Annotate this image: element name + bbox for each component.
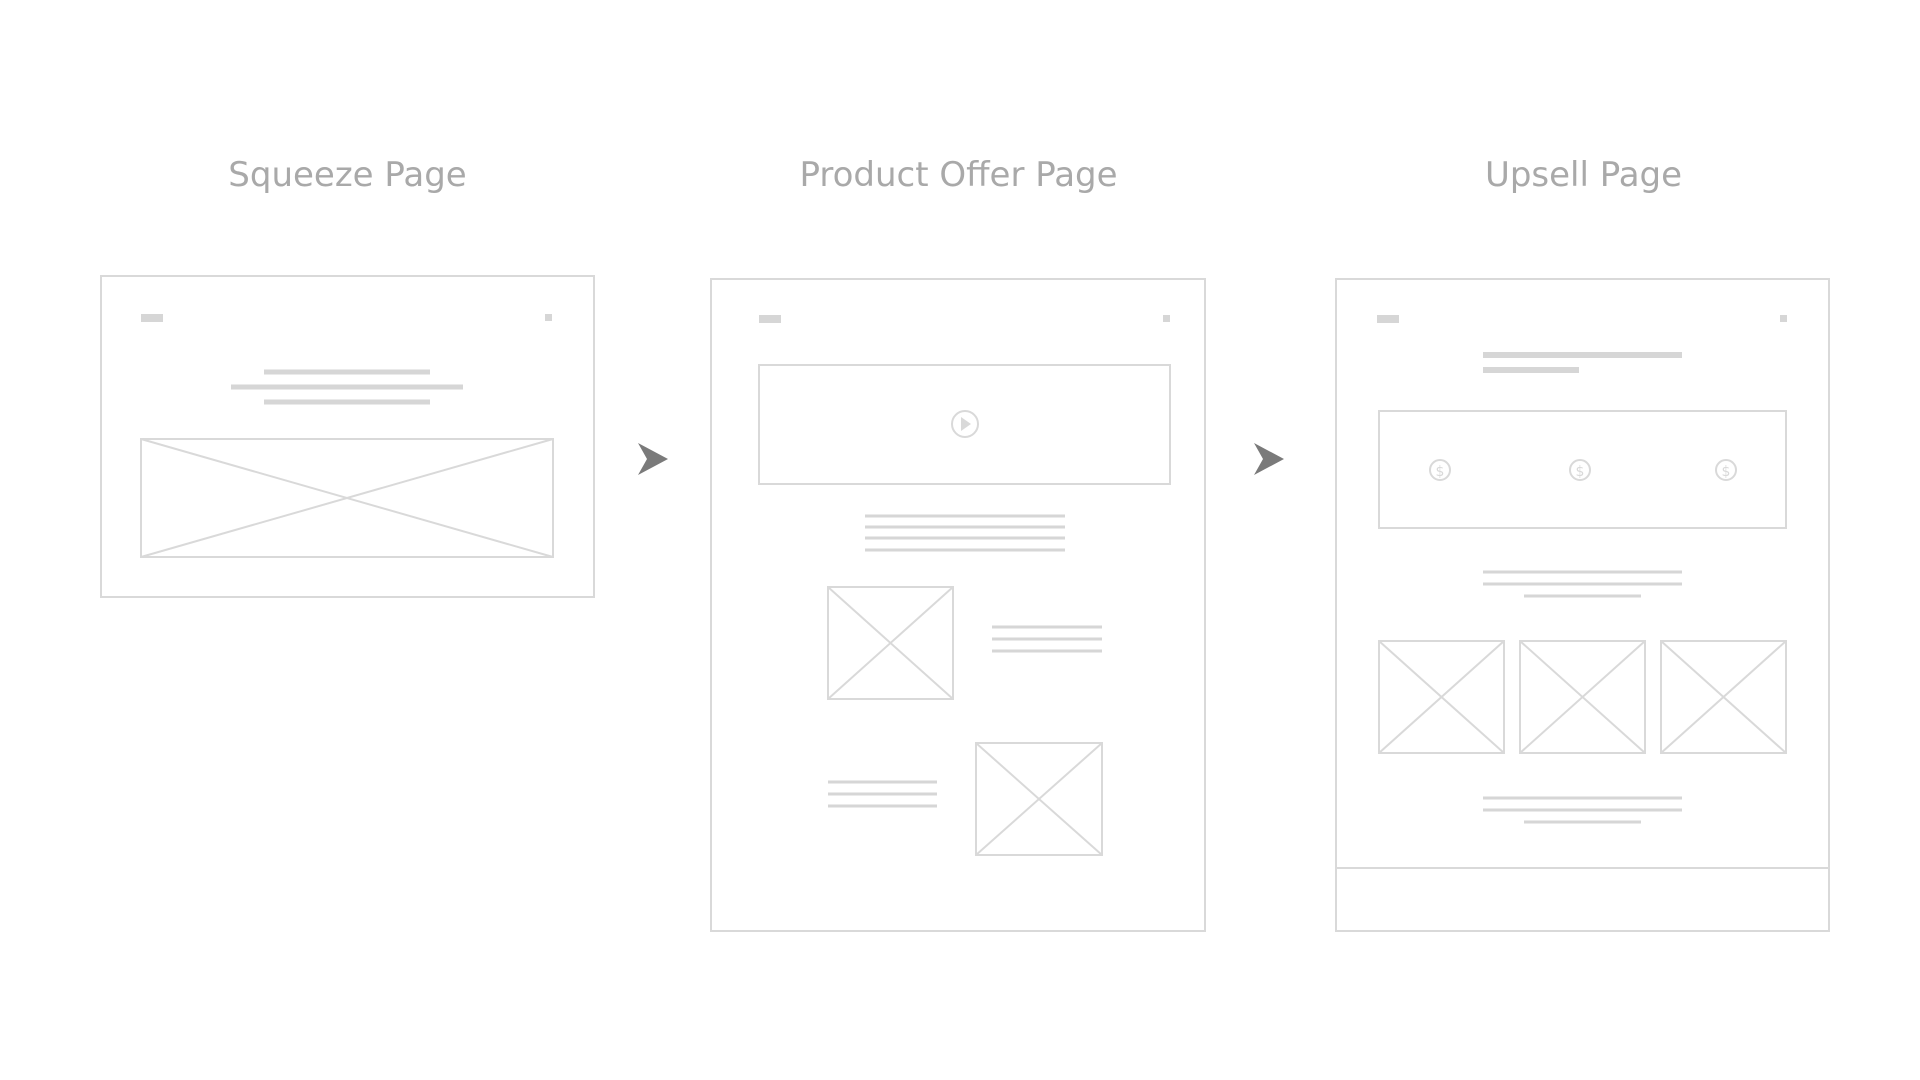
product-offer-page-wireframe <box>710 278 1206 932</box>
pricing-box: $ $ $ <box>1378 410 1787 529</box>
feature-image-1 <box>827 586 954 700</box>
squeeze-page-frame <box>100 275 595 598</box>
product-offer-page-frame <box>710 278 1206 932</box>
upsell-page-wireframe: $ $ $ <box>1335 278 1830 932</box>
dollar-icon: $ <box>1715 459 1737 481</box>
squeeze-page-title: Squeeze Page <box>228 155 467 195</box>
logo-placeholder <box>141 314 163 322</box>
svg-text:$: $ <box>1576 464 1585 480</box>
feature-image-2 <box>975 742 1103 856</box>
product-image-1 <box>1378 640 1505 754</box>
menu-placeholder <box>545 314 552 321</box>
product-image-3 <box>1660 640 1787 754</box>
play-icon <box>951 410 979 438</box>
svg-text:$: $ <box>1722 464 1731 480</box>
video-placeholder <box>758 364 1171 485</box>
description-lines <box>1483 570 1682 598</box>
upsell-page-frame <box>1335 278 1830 932</box>
headline-lines <box>231 369 463 405</box>
description-lines <box>865 514 1065 552</box>
menu-placeholder <box>1163 315 1170 322</box>
feature-text-2 <box>828 780 937 808</box>
dollar-icon: $ <box>1569 459 1591 481</box>
logo-placeholder <box>759 315 781 323</box>
flow-arrow-icon <box>638 443 668 475</box>
logo-placeholder <box>1377 315 1399 323</box>
product-image-2 <box>1519 640 1646 754</box>
feature-text-1 <box>992 625 1102 653</box>
closing-lines <box>1483 796 1682 824</box>
svg-text:$: $ <box>1436 464 1445 480</box>
image-placeholder <box>140 438 554 558</box>
headline-lines <box>1483 352 1682 373</box>
dollar-icon: $ <box>1429 459 1451 481</box>
product-offer-page-title: Product Offer Page <box>799 155 1118 195</box>
flow-arrow-icon <box>1254 443 1284 475</box>
upsell-page-title: Upsell Page <box>1484 155 1683 195</box>
squeeze-page-wireframe <box>100 275 595 598</box>
menu-placeholder <box>1780 315 1787 322</box>
